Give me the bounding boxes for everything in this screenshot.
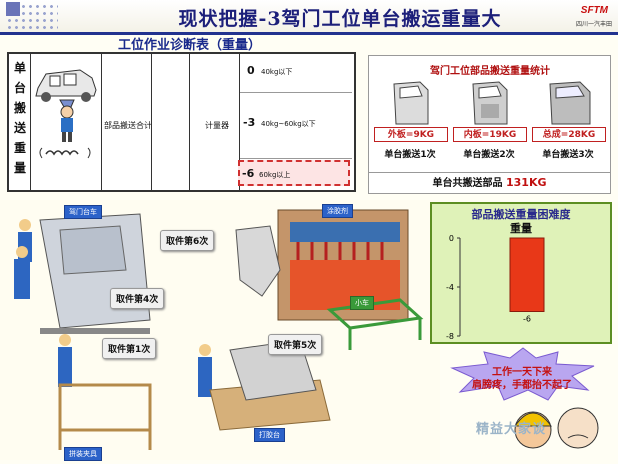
tag-cart: 小车 <box>350 296 374 310</box>
car-body-illustration <box>35 69 97 159</box>
workshop-illustration: 驾门台车 涂胶剂 小车 打胶台 拼装夹具 取件第6次 取件第4次 取件第1次 取… <box>0 200 440 461</box>
brand-logo: SFTM <box>580 5 608 16</box>
complaint-line-1: 工作一天下来 <box>492 367 552 378</box>
callout-pick-1: 取件第1次 <box>102 338 157 359</box>
level-score-3: -3 <box>243 116 256 129</box>
page-title: 现状把握-3驾门工位单台搬运重量大 <box>178 8 502 30</box>
y-tick-label: -4 <box>446 283 454 292</box>
level-desc-0: 40kg以下 <box>261 68 293 76</box>
diagnosis-title: 工位作业诊断表（重量） <box>118 38 262 53</box>
difficulty-subtitle: 重量 <box>510 222 532 235</box>
complaint-burst <box>450 347 595 401</box>
inner-panel-door-image <box>455 80 525 126</box>
y-tick-label: -8 <box>446 332 454 341</box>
part-weight-assembly: 总成=28KG <box>532 127 606 142</box>
diagnosis-item-value: 计量器 <box>205 121 229 130</box>
outer-panel-door-image <box>376 80 446 126</box>
workshop-scene <box>14 209 424 450</box>
title-divider <box>0 32 618 35</box>
tag-sprayer: 涂胶剂 <box>322 204 353 218</box>
watermark: 精益大家谈 <box>476 422 547 437</box>
callout-pick-6: 取件第6次 <box>160 230 215 251</box>
vertical-label-text: 单台搬送重量 <box>13 61 26 175</box>
title-bar <box>0 0 618 34</box>
level-score-6: -6 <box>242 167 255 180</box>
trips-inner: 单台搬送2次 <box>463 150 515 160</box>
difficulty-bar <box>509 237 545 312</box>
difficulty-title: 部品搬送重量困难度 <box>471 208 571 221</box>
callout-pick-5: 取件第5次 <box>268 334 323 355</box>
level-desc-3: 40kg~60kg以下 <box>261 120 316 128</box>
brand-subtitle: 四川一汽丰田 <box>575 21 612 28</box>
decorative-square <box>6 2 20 16</box>
trips-assembly: 单台搬送3次 <box>542 150 594 160</box>
workers-faces-illustration <box>514 407 599 449</box>
diagnosis-vertical-label: 单台搬送重量 <box>11 58 29 178</box>
tag-bench: 打胶台 <box>254 428 285 442</box>
total-weight: 单台共搬送部品 131KG <box>368 172 611 193</box>
y-tick-label: 0 <box>449 234 454 243</box>
bar-data-label: -6 <box>523 315 531 324</box>
selected-level-row <box>238 160 350 186</box>
tag-door-cart: 驾门台车 <box>64 205 102 219</box>
level-desc-6: 60kg以上 <box>259 171 291 179</box>
diagnosis-item: 部品搬送合计 <box>104 121 152 130</box>
trips-outer: 单台搬送1次 <box>384 150 436 160</box>
part-weight-outer: 外板=9KG <box>374 127 448 142</box>
complaint-line-2: 肩膀疼，手都抬不起了 <box>472 380 572 391</box>
tag-assembly-fixture: 拼装夹具 <box>64 447 102 461</box>
difficulty-chart: 0 -4 -8 -6 <box>446 234 545 341</box>
total-value: 131KG <box>505 176 547 189</box>
level-score-0: 0 <box>247 64 255 77</box>
callout-pick-4: 取件第4次 <box>110 288 165 309</box>
weight-stats-title: 驾门工位部品搬送重量统计 <box>430 66 550 77</box>
part-weight-inner: 内板=19KG <box>453 127 527 142</box>
worker-figure <box>14 219 212 397</box>
door-assembly-image <box>534 80 604 126</box>
total-label: 单台共搬送部品 <box>432 178 503 189</box>
